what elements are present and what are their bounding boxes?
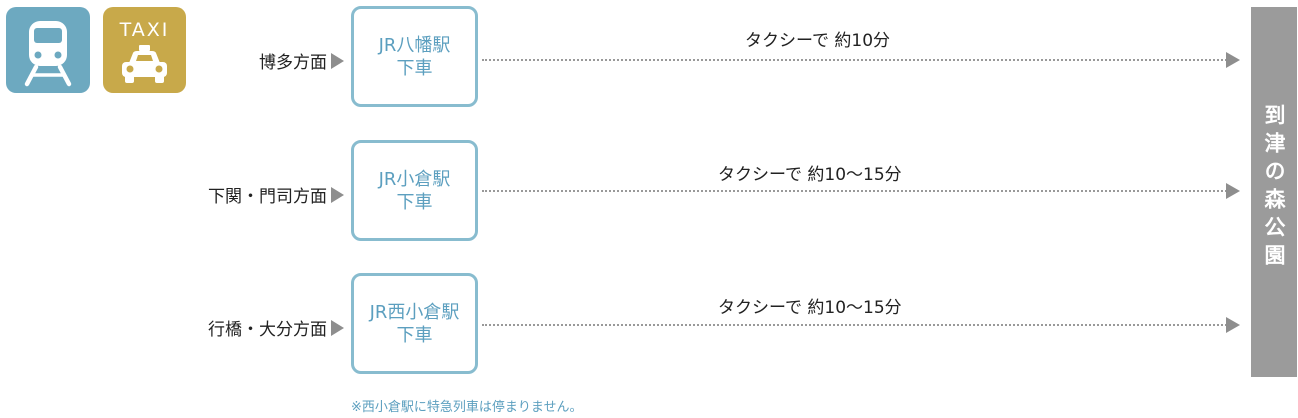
station-name: JR西小倉駅 [369,301,460,323]
arrow-right-icon [331,52,344,69]
direction-label: 博多方面 [259,48,344,73]
arrow-right-icon [331,186,344,203]
arrow-right-icon [331,319,344,336]
route-row: 下関・門司方面 JR小倉駅 下車 タクシーで 約10～15分 [0,140,1298,250]
station-box: JR八幡駅 下車 [351,6,478,107]
station-box: JR小倉駅 下車 [351,140,478,241]
taxi-sign-text: TAXI [119,19,170,41]
direction-text: 博多方面 [259,53,327,73]
station-name: JR八幡駅 [378,34,451,56]
destination-bar: 到津の森公園 [1251,7,1297,377]
taxi-icon [122,45,167,83]
direction-text: 下関・門司方面 [208,187,327,207]
route-row: 博多方面 JR八幡駅 下車 タクシーで 約10分 [0,6,1298,116]
train-icon [24,21,72,87]
arrow-right-icon [1226,317,1240,333]
train-icon-tile [6,7,90,93]
route-dotted-line [482,59,1227,61]
route-row: 行橋・大分方面 JR西小倉駅 下車 タクシーで 約10～15分 [0,273,1298,383]
route-dotted-line [482,324,1227,326]
direction-label: 下関・門司方面 [208,182,344,207]
station-action: 下車 [396,324,433,346]
arrow-right-icon [1226,183,1240,199]
direction-label: 行橋・大分方面 [208,315,344,340]
taxi-time-label: タクシーで 約10分 [745,31,891,51]
route-dotted-line [482,190,1227,192]
destination-label: 到津の森公園 [1262,104,1286,272]
taxi-time-label: タクシーで 約10～15分 [718,298,902,318]
station-action: 下車 [396,191,433,213]
station-action: 下車 [396,57,433,79]
taxi-time-label: タクシーで 約10～15分 [718,165,902,185]
station-name: JR小倉駅 [378,168,451,190]
station-box: JR西小倉駅 下車 [351,273,478,374]
arrow-right-icon [1226,52,1240,68]
direction-text: 行橋・大分方面 [208,320,327,340]
footnote: ※西小倉駅に特急列車は停まりません。 [351,400,583,415]
taxi-icon-tile: TAXI [103,7,186,93]
